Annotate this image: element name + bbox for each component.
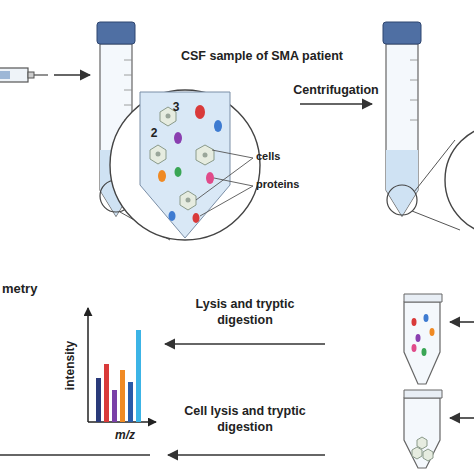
axis-label: m/z xyxy=(105,428,145,443)
step-label: Cell lysis and tryptic digestion xyxy=(180,404,310,435)
flow-arrow xyxy=(168,454,325,456)
zoom-inset xyxy=(110,90,260,240)
mass-spectrum xyxy=(88,308,156,422)
falcon-tube xyxy=(383,22,474,235)
flow-arrow xyxy=(165,343,325,345)
callout-label: proteins xyxy=(256,178,326,192)
microtube xyxy=(404,390,442,468)
callout-number: 2 xyxy=(146,126,162,141)
microtube xyxy=(404,294,442,384)
syringe xyxy=(0,68,48,82)
axis-label: intensity xyxy=(63,334,78,398)
callout-number: 3 xyxy=(168,100,184,115)
callout-label: cells xyxy=(256,150,316,164)
flow-arrow xyxy=(54,74,90,76)
method-label: metry xyxy=(2,281,72,297)
sample-title: CSF sample of SMA patient xyxy=(157,49,367,65)
step-label: Centrifugation xyxy=(276,83,396,99)
flow-arrow xyxy=(300,103,372,105)
step-label: Lysis and tryptic digestion xyxy=(180,297,310,328)
